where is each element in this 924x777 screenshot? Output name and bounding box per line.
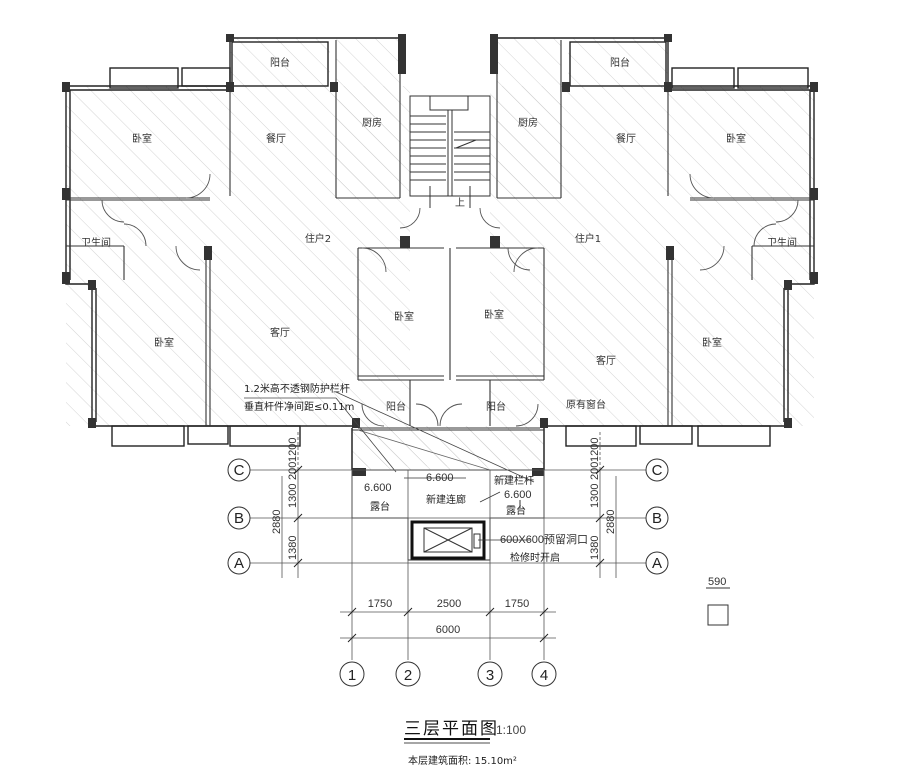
dim-legend-590: 590: [708, 576, 726, 588]
axis-label-3: 3: [486, 667, 494, 684]
new-corridor: [351, 427, 545, 561]
label-balcony-top-left: 阳台: [270, 56, 290, 69]
axis-label-b-left: B: [234, 510, 244, 527]
drawing-title: 三层平面图: [404, 719, 499, 739]
note-railing-2: 垂直杆件净间距≤0.11m: [244, 400, 354, 413]
label-unit-1: 住户1: [575, 232, 601, 245]
label-balcony-bottom-right: 阳台: [486, 400, 506, 413]
axis-label-c-right: C: [652, 462, 663, 479]
label-dining-left: 餐厅: [266, 132, 286, 145]
note-railing-1: 1.2米高不透钢防护栏杆: [244, 382, 350, 395]
axis-grid: [250, 432, 646, 660]
axis-label-2: 2: [404, 667, 412, 684]
label-bedroom-top-left: 卧室: [132, 132, 152, 145]
axis-label-b-right: B: [652, 510, 662, 527]
label-balcony-bottom-left: 阳台: [386, 400, 406, 413]
label-unit-2: 住户2: [305, 232, 331, 245]
dim-left-1200: 1200: [287, 438, 299, 462]
structural-columns: [62, 34, 818, 476]
dim-right-1200: 1200: [589, 438, 601, 462]
label-bath-right: 卫生间: [767, 236, 797, 249]
label-living-left: 客厅: [270, 326, 290, 339]
label-bedroom-bottom-right: 卧室: [702, 336, 722, 349]
dim-right-2880: 2880: [605, 510, 617, 534]
note-platform-left: 露台: [370, 500, 390, 513]
dim-span-2: 2500: [437, 598, 461, 610]
dim-span-3: 1750: [505, 598, 529, 610]
elevation-right: 6.600: [504, 489, 532, 501]
drawing-scale: 1:100: [496, 723, 526, 737]
label-kitchen-left: 厨房: [362, 116, 382, 129]
label-bedroom-center-left: 卧室: [394, 310, 414, 323]
door-swings: [101, 173, 799, 427]
elevation-center: 6.600: [426, 472, 454, 484]
title-underline: [404, 738, 490, 744]
dim-left-1380: 1380: [287, 536, 299, 560]
label-bath-left: 卫生间: [81, 236, 111, 249]
label-bedroom-bottom-left: 卧室: [154, 336, 174, 349]
dim-total: 6000: [436, 624, 460, 636]
dim-left-1300: 1300: [287, 484, 299, 508]
label-stair-up: 上: [455, 197, 465, 209]
note-new-corridor: 新建连廊: [426, 493, 466, 506]
note-hole-size: 600X600预留洞口: [500, 533, 588, 546]
label-living-right: 客厅: [596, 354, 616, 367]
legend-box: [706, 587, 730, 626]
dimension-ticks: [293, 465, 605, 643]
note-leaders: [244, 391, 535, 483]
label-bedroom-center-right: 卧室: [484, 308, 504, 321]
label-balcony-top-right: 阳台: [610, 56, 630, 69]
note-platform-right: 露台: [506, 504, 526, 517]
axis-label-c-left: C: [234, 462, 245, 479]
floor-area: 本层建筑面积: 15.10m²: [408, 754, 517, 767]
hatched-floor: [66, 38, 814, 466]
elevation-left: 6.600: [364, 482, 392, 494]
axis-label-1: 1: [348, 667, 356, 684]
label-bay-window: 原有窗台: [566, 398, 606, 411]
dim-right-1300: 1300: [589, 484, 601, 508]
axis-label-a-right: A: [652, 555, 662, 572]
axis-label-4: 4: [540, 667, 548, 684]
stairwell: [409, 95, 491, 208]
axis-label-a-left: A: [234, 555, 244, 572]
dim-span-1: 1750: [368, 598, 392, 610]
note-new-railing: 新建栏杆: [494, 474, 534, 487]
label-kitchen-right: 厨房: [518, 116, 538, 129]
label-bedroom-top-right: 卧室: [726, 132, 746, 145]
label-dining-right: 餐厅: [616, 132, 636, 145]
dim-right-200: 200: [589, 462, 601, 480]
dim-right-1380: 1380: [589, 536, 601, 560]
dim-left-200: 200: [287, 462, 299, 480]
dim-left-2880: 2880: [271, 510, 283, 534]
axis-bubbles: [227, 458, 669, 687]
note-hole-maintenance: 检修时开启: [510, 551, 560, 564]
